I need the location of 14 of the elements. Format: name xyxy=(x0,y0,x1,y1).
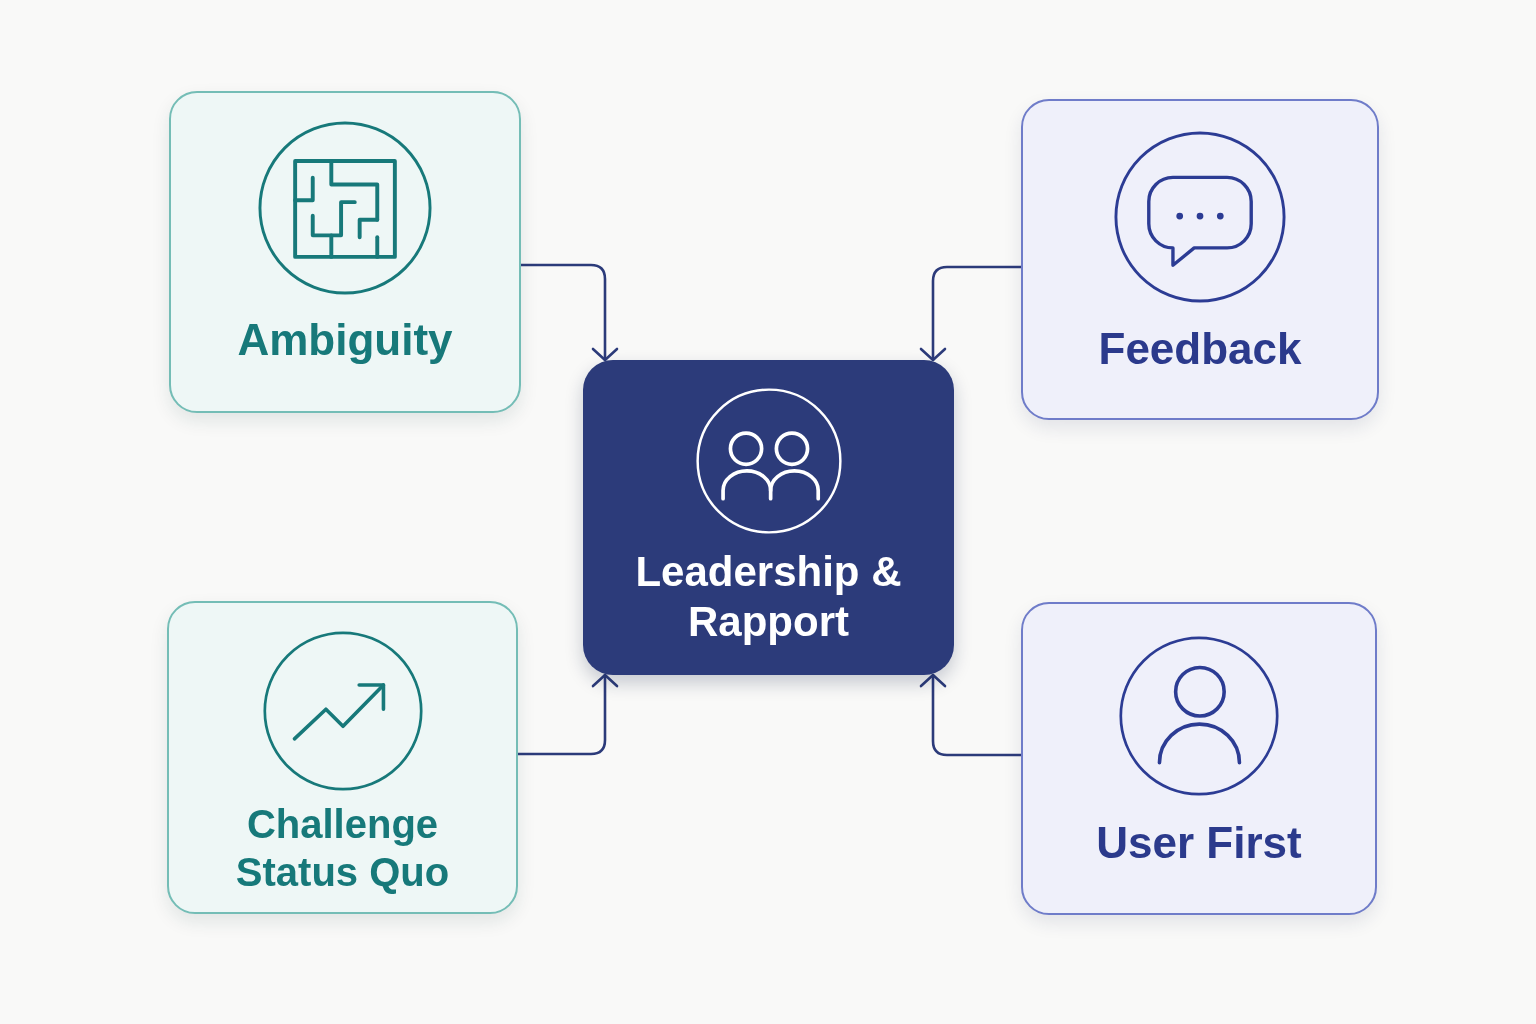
hub-card xyxy=(583,360,954,675)
card-title: Leadership & Rapport xyxy=(634,547,903,647)
topic-card xyxy=(1021,99,1379,420)
card-title: Challenge Status Quo xyxy=(234,801,451,896)
topic-card xyxy=(1021,602,1377,915)
connector-arrow xyxy=(519,263,619,362)
card-title: User First xyxy=(1096,818,1302,868)
card-title: Ambiguity xyxy=(237,315,453,365)
connector-arrow xyxy=(919,673,1023,757)
topic-card xyxy=(169,91,521,413)
card-title: Feedback xyxy=(1098,324,1302,374)
topic-card xyxy=(167,601,518,914)
connector-arrow xyxy=(919,265,1023,362)
connector-arrow xyxy=(516,673,619,756)
